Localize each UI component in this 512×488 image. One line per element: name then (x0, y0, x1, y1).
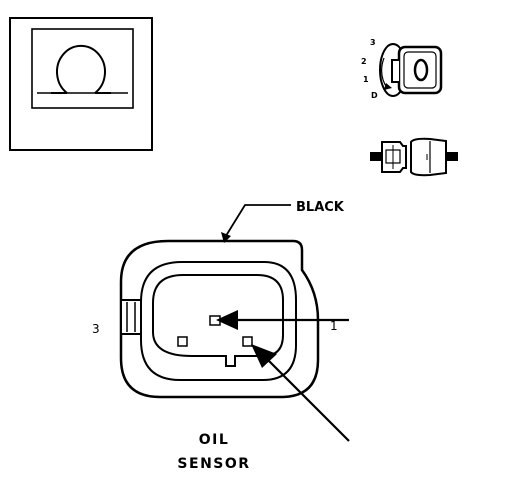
terminal-pin-3 (177, 336, 188, 347)
connector-title-line1: OIL (199, 432, 230, 448)
ignition-position-3: 3 (370, 38, 376, 47)
ignition-key-icon: 3 2 1 D (361, 38, 443, 100)
connector-icon (370, 137, 458, 177)
wire-color-label: BLACK (296, 200, 345, 215)
ignition-position-d: D (371, 91, 378, 100)
connector-title-line2: SENSOR (177, 456, 250, 472)
ohmmeter-icon (9, 17, 153, 151)
ignition-position-2: 2 (361, 57, 367, 66)
pin-label-3: 3 (92, 322, 100, 336)
wire-color-leader (223, 204, 291, 240)
pin-label-1: 1 (330, 319, 338, 333)
ignition-position-1: 1 (363, 75, 369, 84)
terminal-pin-1 (242, 336, 253, 347)
probe-arrow-lower (262, 354, 350, 442)
